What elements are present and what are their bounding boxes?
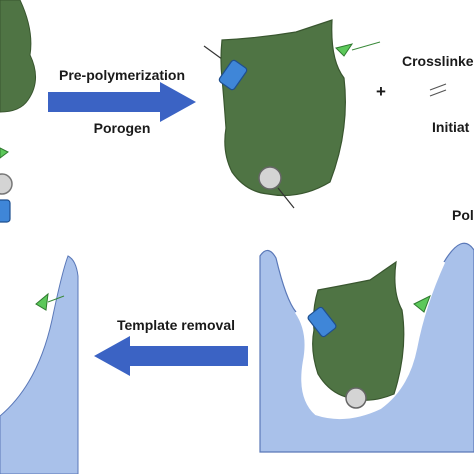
gray-monomer-left bbox=[0, 173, 13, 195]
initiator-label: Initiat bbox=[432, 119, 470, 135]
template-removal-arrow bbox=[94, 336, 248, 376]
template-top-center bbox=[220, 19, 346, 197]
green-monomer-top-tail bbox=[351, 41, 381, 51]
template-bottom-right bbox=[312, 260, 405, 401]
green-monomer-bottom-left-tail bbox=[47, 295, 65, 303]
gray-monomer-bottom-right bbox=[345, 387, 367, 409]
plus-sign: + bbox=[376, 82, 386, 101]
blue-monomer-left bbox=[0, 199, 11, 223]
blue-monomer-bottom-right bbox=[307, 306, 337, 338]
green-monomer-top bbox=[335, 43, 354, 57]
blue-monomer-top bbox=[218, 59, 248, 91]
template-partial-top-left bbox=[0, 0, 36, 113]
gray-monomer-top-tail bbox=[277, 187, 295, 209]
green-monomer-bottom-left bbox=[35, 292, 49, 311]
gray-monomer-top bbox=[258, 166, 282, 190]
porogen-label: Porogen bbox=[94, 120, 151, 136]
crosslinker-symbol bbox=[429, 83, 447, 97]
polymer-label: Pol bbox=[452, 207, 474, 223]
polymer-partial-bottom-left bbox=[0, 255, 79, 474]
pre-polymerization-label: Pre-polymerization bbox=[59, 67, 185, 83]
template-removal-label: Template removal bbox=[117, 317, 235, 333]
pre-polymerization-arrow bbox=[48, 82, 196, 122]
green-monomer-left bbox=[0, 147, 9, 159]
imprinted-cavity-outline bbox=[294, 261, 446, 420]
green-monomer-bottom-right bbox=[413, 294, 431, 313]
crosslinker-label: Crosslinke bbox=[402, 53, 474, 69]
